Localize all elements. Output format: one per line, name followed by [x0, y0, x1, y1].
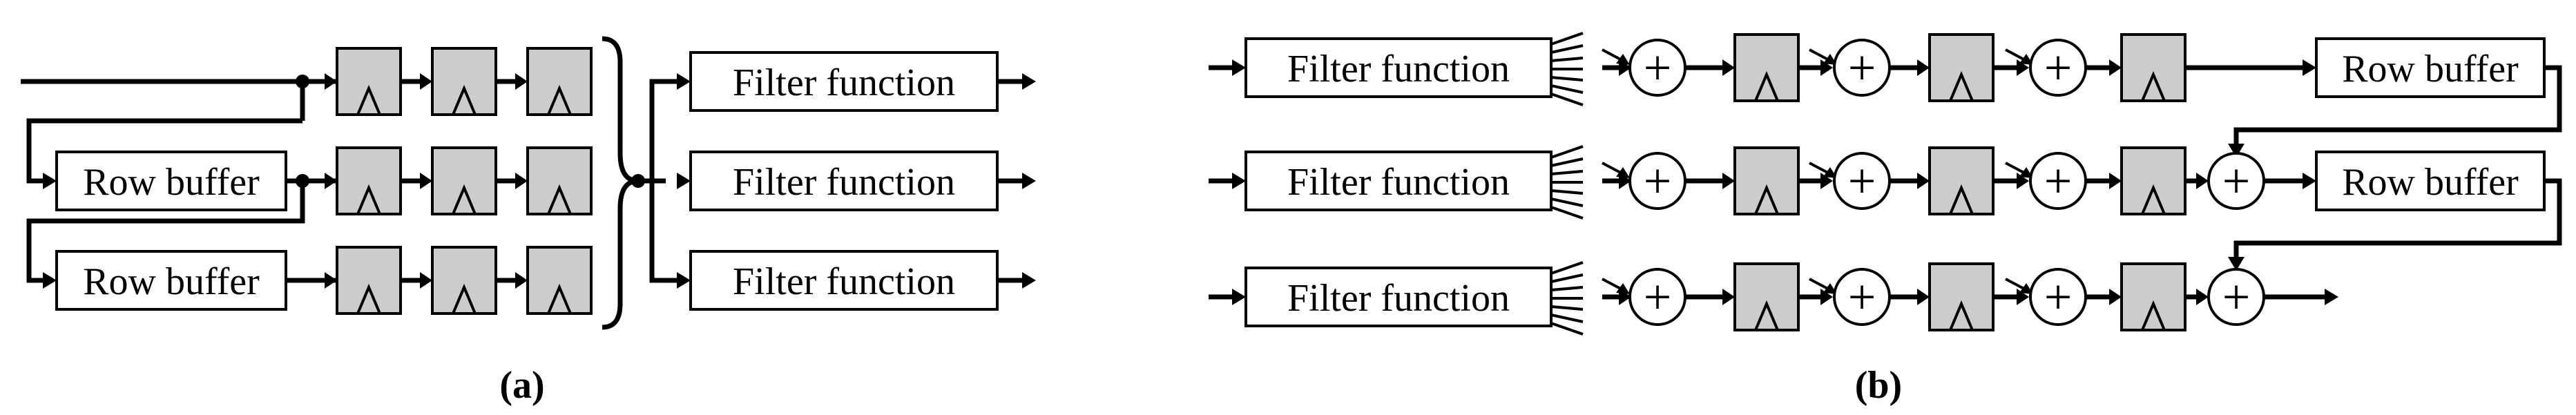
svg-text:+: + [1848, 153, 1876, 209]
shift-register-icon [526, 47, 593, 116]
shift-register-icon [2120, 262, 2186, 331]
adder-icon: + [1833, 39, 1891, 97]
svg-text:+: + [1848, 40, 1876, 95]
shift-register-icon [526, 146, 593, 215]
panel-b-filter-function-3-label: Filter function [1287, 277, 1510, 320]
panel-a: Row buffer Row buffer [21, 36, 1036, 407]
panel-b-row-buffer-2-label: Row buffer [2342, 161, 2519, 204]
panel-a-filter-function-1-label: Filter function [733, 61, 955, 104]
panel-b-row-2: Filter function + + + + [1209, 145, 2562, 271]
svg-text:+: + [2222, 269, 2251, 325]
panel-a-filter-function-3-label: Filter function [733, 260, 955, 303]
adder-icon: + [2207, 268, 2265, 326]
panel-a-row-buffer-2: Row buffer [55, 250, 287, 311]
adder-icon: + [2029, 152, 2087, 210]
panel-b-coefficient-fanout-1 [1550, 32, 1584, 106]
svg-text:+: + [1848, 269, 1876, 325]
shift-register-icon [431, 47, 497, 116]
adder-icon: + [1628, 152, 1686, 210]
panel-a-caption: (a) [499, 364, 544, 407]
adder-icon: + [1833, 268, 1891, 326]
shift-register-icon [336, 146, 402, 215]
panel-a-filter-function-3: Filter function [689, 250, 1036, 311]
svg-text:+: + [2044, 153, 2073, 209]
adder-icon: + [1628, 268, 1686, 326]
shift-register-icon [1733, 146, 1800, 215]
svg-text:+: + [1644, 269, 1672, 325]
shift-register-icon [2120, 146, 2186, 215]
adder-icon: + [2029, 39, 2087, 97]
panel-b-filter-function-1-label: Filter function [1287, 48, 1510, 90]
panel-a-row-buffer-1: Row buffer [55, 151, 287, 211]
shift-register-icon [2120, 33, 2186, 102]
adder-icon: + [2207, 152, 2265, 210]
panel-b-coefficient-fanout-3 [1550, 261, 1584, 336]
panel-a-filter-function-2: Filter function [689, 151, 1036, 211]
adder-icon: + [1833, 152, 1891, 210]
svg-text:+: + [1644, 40, 1672, 95]
shift-register-icon [336, 246, 402, 315]
panel-b-row-buffer-1-label: Row buffer [2342, 48, 2519, 90]
panel-b-row-buffer-1: Row buffer [2315, 37, 2546, 98]
shift-register-icon [431, 146, 497, 215]
shift-register-icon [1733, 262, 1800, 331]
svg-text:+: + [2044, 269, 2073, 325]
shift-register-icon [526, 246, 593, 315]
svg-text:+: + [2222, 153, 2251, 209]
panel-b-row-1: Filter function + + + [1209, 32, 2562, 157]
panel-a-register-grid [325, 47, 593, 315]
panel-a-row-buffer-2-label: Row buffer [83, 260, 260, 303]
panel-b-caption: (b) [1855, 364, 1902, 407]
shift-register-icon [1733, 33, 1800, 102]
panel-b-filter-function-2-label: Filter function [1287, 161, 1510, 204]
shift-register-icon [1928, 262, 1995, 331]
shift-register-icon [1928, 33, 1995, 102]
panel-a-row-buffer-1-label: Row buffer [83, 161, 260, 204]
svg-text:+: + [1644, 153, 1672, 209]
adder-icon: + [2029, 268, 2087, 326]
panel-a-filter-function-2-label: Filter function [733, 161, 955, 204]
panel-b-row-3: Filter function + + + + [1209, 261, 2338, 336]
svg-text:+: + [2044, 40, 2073, 95]
panel-b-coefficient-fanout-2 [1550, 145, 1584, 220]
panel-b-filter-function-2: Filter function [1244, 151, 1553, 211]
panel-a-distribution [631, 73, 691, 289]
shift-register-icon [336, 47, 402, 116]
panel-a-filter-function-1: Filter function [689, 51, 1036, 112]
shift-register-icon [1928, 146, 1995, 215]
panel-b-filter-function-1: Filter function [1244, 37, 1553, 98]
adder-icon: + [1628, 39, 1686, 97]
shift-register-icon [431, 246, 497, 315]
panel-b: Filter function + + + [1209, 32, 2562, 407]
panel-b-filter-function-3: Filter function [1244, 267, 1553, 327]
panel-b-row-buffer-2: Row buffer [2315, 151, 2546, 211]
